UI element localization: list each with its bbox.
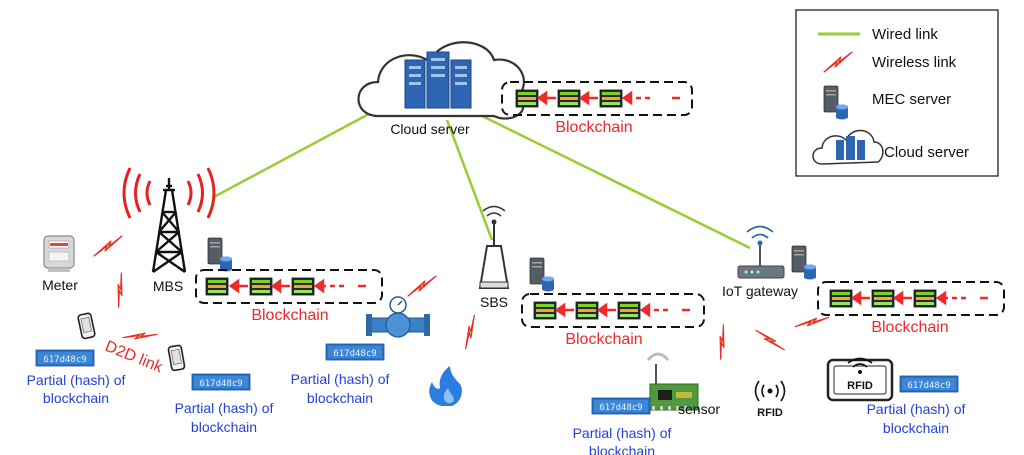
blockchain-sbs: [521, 293, 705, 328]
wireless-link-fire-sbs: [452, 314, 488, 350]
sbs-icon: [478, 205, 510, 289]
partial-hash-text-phone1-line1: Partial (hash) of: [27, 372, 126, 388]
partial-hash-text-rfid-line2: blockchain: [883, 420, 949, 436]
legend-cloud-label: Cloud server: [884, 144, 969, 161]
mbs-label: MBS: [153, 278, 183, 294]
legend: Wired link Wireless link MEC server Clou…: [795, 9, 999, 177]
blockchain-label-cloud: Blockchain: [555, 119, 632, 136]
iot-mec-server-icon: [791, 245, 817, 280]
wireless-link-phone1-mbs: [102, 272, 138, 308]
mbs-tower-icon: [122, 167, 216, 273]
partial-hash-text-phone2-line2: blockchain: [191, 419, 257, 435]
iot-gateway-label: IoT gateway: [722, 283, 798, 299]
wireless-link-rfidreader-iot: [794, 307, 830, 337]
partial-hash-text-phone1-line2: blockchain: [43, 390, 109, 406]
legend-wireless-label: Wireless link: [872, 54, 957, 71]
partial-hash-text-rfid-line1: Partial (hash) of: [867, 401, 966, 417]
hash-image-phone1: [35, 349, 95, 367]
hash-image-sensor: [591, 397, 651, 415]
blockchain-cloud: [501, 81, 693, 116]
cloud-server-label: Cloud server: [390, 121, 470, 137]
wired-link-cloud-iot: [469, 108, 751, 250]
hash-image-rfid: [899, 375, 959, 393]
sbs-mec-server-icon: [529, 257, 555, 292]
meter-label: Meter: [42, 277, 78, 293]
meter-icon: [43, 235, 75, 272]
mbs-mec-server-icon: [207, 237, 233, 272]
wired-link-cloud-mbs: [211, 106, 381, 200]
wireless-link-sensor-iot: [704, 324, 740, 360]
legend-cloud-icon: [812, 129, 884, 165]
wireless-links: [93, 235, 830, 360]
fire-icon: [429, 366, 462, 406]
blockchain-iot: [817, 281, 1005, 316]
wireless-link-valve-sbs: [407, 275, 437, 297]
partial-hash-text-valve-line1: Partial (hash) of: [291, 371, 390, 387]
wired-link-cloud-sbs: [445, 119, 494, 241]
phone-icon-2: [167, 344, 186, 372]
legend-mec-label: MEC server: [872, 91, 951, 108]
sbs-label: SBS: [480, 294, 508, 310]
partial-hash-text-phone2-line1: Partial (hash) of: [175, 400, 274, 416]
partial-hash-text-sensor-line1: Partial (hash) of: [573, 425, 672, 441]
blockchain-label-iot: Blockchain: [871, 319, 948, 336]
rfid-reader-label: RFID: [847, 380, 873, 392]
valve-icon: [366, 296, 430, 338]
rfid-tag-label: RFID: [757, 407, 783, 419]
wired-links: [211, 106, 751, 250]
partial-hash-text-sensor-line2: blockchain: [589, 443, 655, 455]
d2d-link-label: D2D link: [103, 338, 166, 377]
hash-image-valve: [325, 343, 385, 361]
wireless-link-rfid-iot: [755, 322, 785, 358]
blockchain-label-sbs: Blockchain: [565, 331, 642, 348]
partial-hash-text-valve-line2: blockchain: [307, 390, 373, 406]
legend-wired-label: Wired link: [872, 26, 938, 43]
blockchain-mbs: [195, 269, 383, 304]
cloud-server: [357, 41, 525, 120]
phone-icon-1: [76, 312, 97, 340]
wireless-link-meter-mbs: [93, 235, 123, 257]
iot-gateway-icon: [737, 225, 785, 279]
rfid-tag-icon: [754, 380, 786, 402]
rfid-reader-icon: [826, 357, 894, 402]
hash-image-phone2: [191, 373, 251, 391]
sensor-icon: [646, 352, 699, 411]
sensor-label: sensor: [678, 401, 720, 417]
blockchain-label-mbs: Blockchain: [251, 307, 328, 324]
